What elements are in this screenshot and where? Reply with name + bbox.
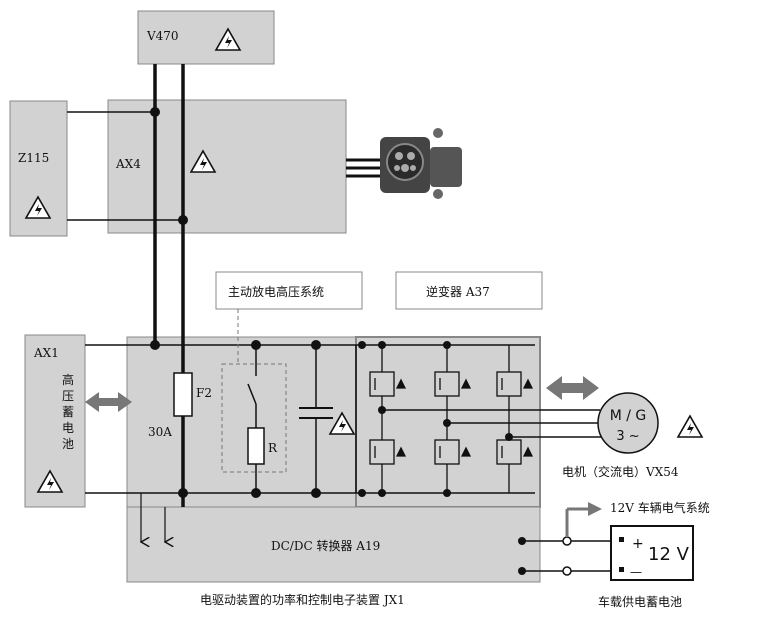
- motor-label: 电机（交流电）VX54: [562, 464, 679, 479]
- charging-socket-icon: [346, 128, 462, 199]
- battery-voltage: 12 V: [648, 544, 690, 565]
- fuse-rating: 30A: [148, 425, 172, 439]
- jx1-label: 电驱动装置的功率和控制电子装置 JX1: [200, 592, 405, 607]
- battery-minus: —: [630, 565, 642, 579]
- ax4-label: AX4: [115, 157, 141, 171]
- battery-label-char: 电: [62, 421, 74, 435]
- inverter-label: 逆变器 A37: [426, 284, 490, 299]
- bidirectional-arrow-icon: [546, 376, 599, 400]
- inverter-label-box: [395, 271, 543, 310]
- resistor-label: R: [268, 441, 278, 455]
- warning-icon: [677, 415, 703, 438]
- ax4-box: [107, 99, 347, 234]
- battery-label-char: 压: [62, 389, 74, 403]
- ax1-label: AX1: [33, 346, 59, 360]
- discharge-system-label: 主动放电高压系统: [228, 284, 324, 299]
- fuse-f2: [173, 372, 193, 417]
- resistor-r: [247, 427, 265, 465]
- inverter-igbt-bridge: [369, 345, 534, 493]
- battery-label-char: 蓄: [62, 405, 74, 419]
- dcdc-label: DC/DC 转换器 A19: [271, 538, 380, 553]
- fuse-label: F2: [196, 386, 212, 400]
- lv-system-label: 12V 车辆电气系统: [610, 500, 710, 515]
- discharge-area: [221, 363, 287, 473]
- battery-plus: +: [632, 536, 644, 552]
- motor-vx54: [597, 392, 659, 454]
- dcdc-box: [126, 506, 541, 583]
- battery-12v: [610, 525, 694, 581]
- bidirectional-arrow-icon: [85, 392, 132, 412]
- jx1-box: [126, 336, 357, 508]
- battery-label-char: 高: [62, 372, 74, 387]
- motor-symbol: M / G: [610, 408, 647, 424]
- motor-phase: 3 ~: [616, 429, 639, 444]
- z115-label: Z115: [18, 151, 49, 165]
- battery-12v-label: 车载供电蓄电池: [598, 594, 682, 609]
- discharge-system-label-box: [215, 271, 363, 310]
- v470-box: [137, 10, 275, 65]
- v470-label: V470: [146, 29, 179, 43]
- battery-label-char: 池: [62, 437, 74, 451]
